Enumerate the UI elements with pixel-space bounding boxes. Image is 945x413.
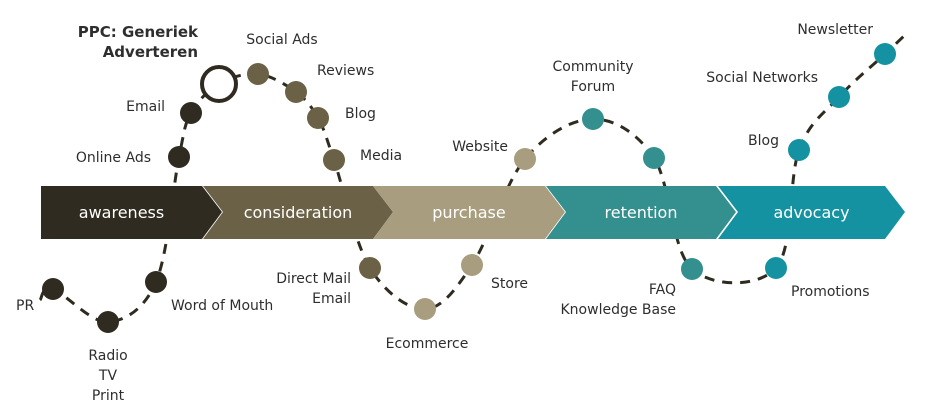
touchpoint-label: Blog (345, 106, 376, 122)
touchpoint-highlight-ring (200, 65, 238, 103)
stage-label-purchase: purchase (432, 203, 505, 222)
touchpoint-dot (42, 278, 64, 300)
touchpoint-dot (145, 271, 167, 293)
touchpoint-dot (323, 149, 345, 171)
touchpoint-label: Online Ads (75, 150, 151, 166)
touchpoint-dot (359, 257, 381, 279)
touchpoint-label: Website (452, 139, 508, 155)
touchpoint-label: Promotions (791, 284, 870, 300)
touchpoint-label: Email (126, 99, 165, 115)
stage-label-awareness: awareness (79, 203, 164, 222)
touchpoint-label: Social Networks (706, 70, 818, 86)
touchpoint-dot (514, 148, 536, 170)
touchpoint-dot (765, 257, 787, 279)
touchpoint-dot (874, 43, 896, 65)
touchpoint-dot (643, 147, 665, 169)
touchpoint-label: Word of Mouth (171, 298, 274, 314)
touchpoint-label: Social Ads (246, 32, 318, 48)
stage-label-retention: retention (605, 203, 678, 222)
touchpoint-label: Newsletter (797, 22, 873, 38)
touchpoint-dot (788, 139, 810, 161)
stage-chevron-consideration (203, 186, 393, 239)
touchpoint-dot (247, 63, 269, 85)
stage-chevron-awareness (41, 186, 222, 239)
stage-chevron-retention (546, 186, 736, 239)
touchpoint-dot (168, 146, 190, 168)
touchpoint-dot (285, 81, 307, 103)
touchpoint-label: Store (491, 276, 529, 292)
stage-chevron-purchase (373, 186, 565, 239)
touchpoint-dot (180, 102, 202, 124)
stage-chevron-advocacy (718, 186, 905, 239)
touchpoint-dot (461, 254, 483, 276)
touchpoint-dot (414, 298, 436, 320)
touchpoint-dot (97, 311, 119, 333)
stage-label-consideration: consideration (244, 203, 353, 222)
touchpoint-dot (681, 258, 703, 280)
touchpoint-dot (828, 86, 850, 108)
touchpoint-label: Media (360, 148, 403, 164)
touchpoint-label: Ecommerce (385, 336, 469, 352)
touchpoint-label: PR (16, 298, 35, 314)
touchpoint-label: Reviews (317, 63, 375, 79)
stage-label-advocacy: advocacy (773, 203, 849, 222)
touchpoint-label: Blog (748, 133, 779, 149)
touchpoint-dot (582, 108, 604, 130)
touchpoint-dot (307, 107, 329, 129)
